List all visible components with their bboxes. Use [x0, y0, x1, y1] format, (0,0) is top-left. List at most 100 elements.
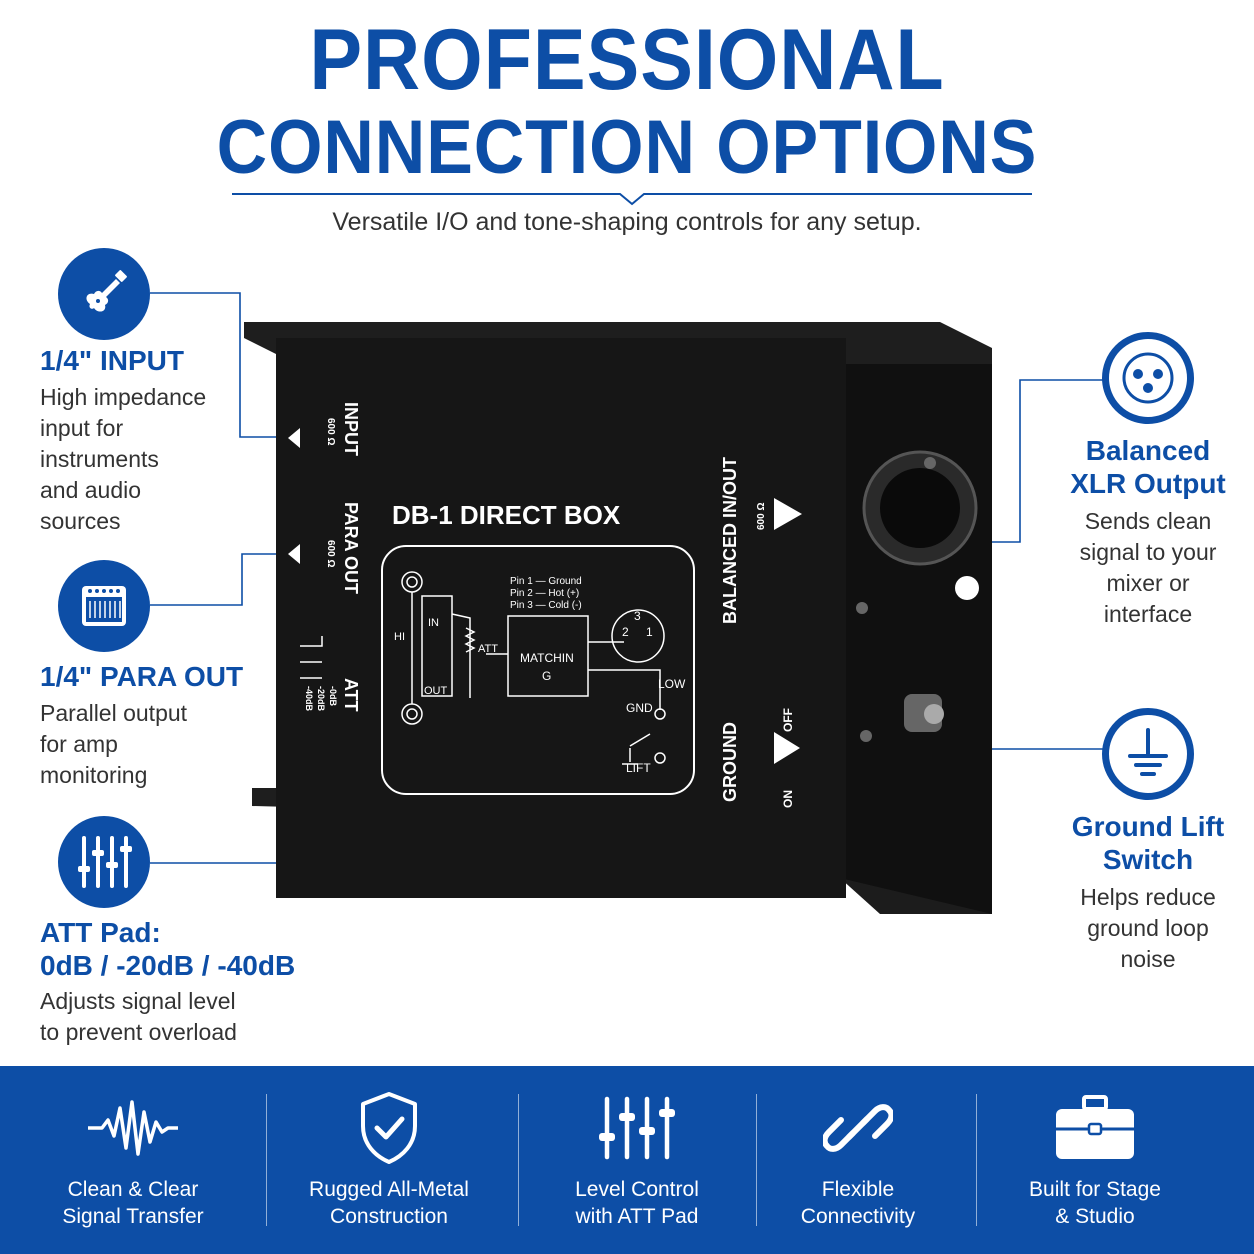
feature-title-ground: Ground Lift Switch [1064, 810, 1232, 876]
schematic-pin3: Pin 3 — Cold (-) [510, 600, 582, 611]
label-line: Built for Stage [1029, 1178, 1161, 1201]
direct-box-device: INPUT 600 Ω PARA OUT 600 Ω ATT -0dB -20d… [244, 322, 992, 914]
title-line: Switch [1102, 844, 1194, 875]
schematic-matching-1: MATCHIN [520, 651, 574, 665]
device-input-label: INPUT [341, 402, 361, 456]
feature-desc-att: Adjusts signal level to prevent overload [40, 986, 237, 1048]
label-line: Flexible [821, 1178, 895, 1201]
schematic-gnd: GND [626, 701, 653, 715]
device-balanced-label: BALANCED IN/OUT [720, 457, 740, 624]
sliders-icon [58, 816, 150, 908]
label-line: Construction [330, 1205, 448, 1228]
xlr-icon [1102, 332, 1194, 424]
feature-title-att: ATT Pad: 0dB / -20dB / -40dB [40, 916, 295, 982]
label-line: & Studio [1055, 1205, 1135, 1228]
feature-desc-xlr: Sends clean signal to your mixer or inte… [1060, 506, 1236, 630]
schematic-low: LOW [658, 677, 686, 691]
chain-link-icon [823, 1088, 893, 1168]
divider [266, 1094, 267, 1226]
desc-line: High impedance [40, 384, 207, 410]
feature-desc-para: Parallel output for amp monitoring [40, 698, 187, 791]
briefcase-icon [1054, 1088, 1136, 1168]
bottom-label: Rugged All-Metal Construction [309, 1176, 469, 1230]
desc-line: interface [1103, 601, 1193, 627]
desc-line: instruments [40, 446, 159, 472]
schematic-lift: LIFT [626, 761, 651, 775]
feature-title-para: 1/4" PARA OUT [40, 661, 244, 692]
schematic-pin1: Pin 1 — Ground [510, 576, 582, 587]
title-line: ATT Pad: [40, 917, 161, 948]
bottom-item-rugged: Rugged All-Metal Construction [276, 1066, 502, 1254]
device-para-label: PARA OUT [341, 502, 361, 594]
page-subtitle: Versatile I/O and tone-shaping controls … [332, 208, 922, 236]
device-att-0db: -0dB [328, 686, 338, 707]
schematic-pin-2: 2 [622, 625, 629, 639]
ground-icon [1102, 708, 1194, 800]
schematic-att: ATT [478, 643, 498, 655]
device-off-label: OFF [781, 708, 795, 732]
feature-title-input: 1/4" INPUT [40, 345, 184, 376]
schematic-hi: HI [394, 631, 405, 643]
divider [756, 1094, 757, 1226]
bottom-label: Flexible Connectivity [801, 1176, 915, 1230]
bottom-label: Clean & Clear Signal Transfer [62, 1176, 203, 1230]
schematic-pin-3: 3 [634, 609, 641, 623]
bottom-item-signal: Clean & Clear Signal Transfer [20, 1066, 246, 1254]
label-line: Level Control [575, 1178, 699, 1201]
desc-line: Adjusts signal level [40, 988, 236, 1014]
feature-desc-ground: Helps reduce ground loop noise [1060, 882, 1236, 975]
desc-line: and audio [40, 477, 142, 503]
device-para-ohm: 600 Ω [325, 540, 336, 567]
device-name: DB-1 DIRECT BOX [392, 500, 621, 530]
desc-line: mixer or [1106, 570, 1190, 596]
title-line: 0dB / -20dB / -40dB [40, 950, 296, 981]
device-att-40db: -40dB [304, 686, 314, 712]
desc-line: for amp [40, 731, 118, 757]
title-line: Balanced [1085, 435, 1211, 466]
divider [976, 1094, 977, 1226]
bottom-feature-bar: Clean & Clear Signal Transfer Rugged All… [0, 1066, 1254, 1254]
schematic-out: OUT [424, 685, 448, 697]
desc-line: noise [1120, 946, 1176, 972]
desc-line: Sends clean [1084, 508, 1212, 534]
page-title-line2: CONNECTION OPTIONS [216, 105, 1038, 190]
feature-desc-input: High impedance input for instruments and… [40, 382, 206, 537]
schematic-in: IN [428, 617, 439, 629]
device-att-label: ATT [341, 678, 361, 712]
desc-line: Helps reduce [1080, 884, 1216, 910]
desc-line: Parallel output [40, 700, 188, 726]
schematic-matching-2: G [542, 669, 551, 683]
device-att-20db: -20dB [316, 686, 326, 712]
title-line: Ground Lift [1071, 811, 1225, 842]
page-title-line1: PROFESSIONAL [309, 12, 945, 108]
device-ground-label: GROUND [720, 722, 740, 802]
label-line: Signal Transfer [62, 1205, 204, 1228]
desc-line: ground loop [1087, 915, 1209, 941]
schematic-pin2: Pin 2 — Hot (+) [510, 588, 579, 599]
amplifier-icon [58, 560, 150, 652]
waveform-icon [88, 1088, 178, 1168]
desc-line: sources [40, 508, 121, 534]
sliders-icon [597, 1088, 677, 1168]
device-on-label: ON [781, 790, 795, 808]
bottom-item-connectivity: Flexible Connectivity [748, 1066, 968, 1254]
desc-line: signal to your [1079, 539, 1217, 565]
bottom-item-stage: Built for Stage & Studio [986, 1066, 1204, 1254]
shield-check-icon [357, 1088, 421, 1168]
device-balanced-ohm: 600 Ω [756, 503, 767, 530]
desc-line: to prevent overload [40, 1019, 237, 1045]
label-line: Rugged All-Metal [309, 1178, 469, 1201]
device-input-ohm: 600 Ω [325, 418, 336, 445]
divider [518, 1094, 519, 1226]
bottom-item-level: Level Control with ATT Pad [524, 1066, 750, 1254]
schematic-pin-1: 1 [646, 625, 653, 639]
title-underline [232, 193, 1032, 206]
label-line: with ATT Pad [575, 1205, 699, 1228]
label-line: Clean & Clear [67, 1178, 199, 1201]
feature-title-xlr: Balanced XLR Output [1066, 434, 1230, 500]
bottom-label: Level Control with ATT Pad [575, 1176, 699, 1230]
desc-line: monitoring [40, 762, 148, 788]
title-line: XLR Output [1070, 468, 1226, 499]
guitar-icon [58, 248, 150, 340]
label-line: Connectivity [800, 1205, 916, 1228]
